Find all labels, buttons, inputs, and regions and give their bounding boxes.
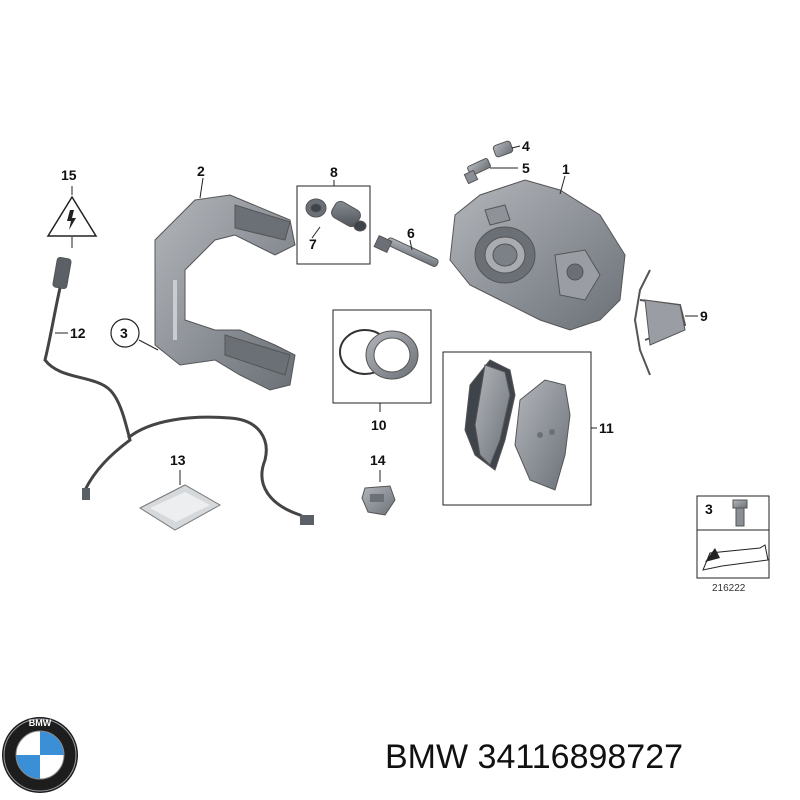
legend-callout-3: 3	[705, 501, 713, 517]
leader-3	[138, 339, 159, 351]
rubber-bushing	[305, 198, 327, 218]
piston-seal	[339, 329, 419, 380]
caliper-housing	[449, 179, 626, 331]
leader-6	[409, 239, 413, 251]
callout-2: 2	[197, 163, 205, 179]
brake-wear-sensor-cable	[43, 256, 314, 525]
callout-11: 11	[599, 420, 614, 436]
leader-4	[511, 145, 521, 149]
callout-15: 15	[61, 167, 77, 183]
leader-1	[559, 175, 566, 195]
callout-6: 6	[407, 225, 415, 241]
callout-14: 14	[370, 452, 386, 468]
bleed-screw	[463, 157, 491, 185]
callout-7: 7	[309, 236, 317, 252]
callout-1: 1	[562, 161, 570, 177]
callout-3: 3	[120, 325, 128, 341]
guide-bolt	[373, 234, 439, 267]
arrow-symbol-icon	[702, 544, 769, 571]
callout-4: 4	[522, 138, 530, 154]
callout-3-circle	[110, 318, 140, 348]
diagram-code: 216222	[712, 583, 746, 594]
bmw-logo: BMW	[2, 717, 78, 793]
callout-13: 13	[170, 452, 186, 468]
svg-text:BMW: BMW	[29, 718, 52, 728]
leader-2	[199, 177, 204, 199]
brake-pad-front	[464, 359, 516, 471]
legend-box	[696, 495, 770, 579]
callout-12: 12	[70, 325, 86, 341]
caption-part-number: 34116898727	[477, 738, 684, 776]
callout-9: 9	[700, 308, 708, 324]
callout-8: 8	[330, 164, 338, 180]
brake-pad-rear	[514, 379, 571, 491]
warning-triangle-icon	[46, 195, 98, 237]
callout-5: 5	[522, 160, 530, 176]
guide-sleeve	[331, 200, 367, 232]
caliper-carrier	[154, 194, 296, 391]
retaining-clip	[361, 485, 396, 516]
grease-packet	[138, 484, 222, 531]
kit-box-10	[332, 309, 432, 404]
part-caption: BMW 34116898727	[385, 738, 683, 777]
bolt-icon	[732, 499, 748, 527]
caption-brand: BMW	[385, 738, 469, 776]
spring-clip	[633, 269, 687, 376]
callout-10: 10	[371, 417, 387, 433]
bleed-cap	[492, 140, 514, 158]
leader-7	[311, 226, 321, 239]
